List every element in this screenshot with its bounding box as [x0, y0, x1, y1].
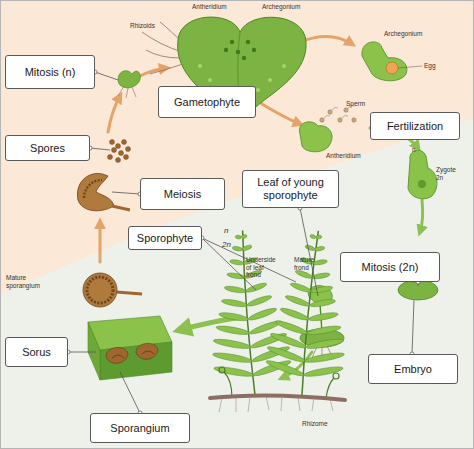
stage-name: Mitosis (2n): [359, 261, 422, 274]
stage-name: Embryo: [391, 363, 435, 376]
stage-label-box: Sporangium: [90, 413, 190, 443]
stage-name: Gametophyte: [171, 96, 243, 109]
part-label: Egg: [424, 62, 454, 70]
part-label: Antheridium: [192, 3, 242, 11]
part-label: Rhizoids: [130, 22, 170, 30]
stage-label-box: Leaf of young sporophyte: [242, 170, 339, 208]
part-label: Mature sporangium: [6, 274, 48, 289]
part-label: n: [224, 226, 236, 235]
stage-name: Sporangium: [107, 422, 172, 435]
part-label: Archegonium: [384, 30, 434, 38]
stage-name: Leaf of young sporophyte: [243, 176, 338, 202]
stage-label-box: Gametophyte: [158, 86, 256, 118]
part-label: Antheridium: [326, 152, 371, 160]
stage-label-box: Sorus: [5, 337, 68, 367]
stage-name: Spores: [27, 142, 68, 155]
stage-label-box: Sporophyte: [128, 226, 202, 250]
stage-label-box: Mitosis (2n): [340, 252, 440, 282]
stage-name: Fertilization: [384, 120, 446, 133]
stage-label-box: Embryo: [368, 354, 458, 384]
part-label: n: [412, 146, 422, 154]
part-label: Rhizome: [302, 420, 342, 428]
stage-name: Sporophyte: [134, 232, 196, 245]
stage-label-box: Meiosis: [140, 178, 225, 210]
stage-label-box: Spores: [5, 135, 90, 161]
stage-label-box: Fertilization: [370, 112, 460, 140]
stage-name: Sorus: [19, 346, 54, 359]
part-label: Mature frond: [294, 256, 324, 271]
part-label: Zygote 2n: [436, 166, 460, 181]
part-label: Sperm: [346, 100, 376, 108]
stage-name: Mitosis (n): [22, 66, 79, 79]
stage-label-box: Mitosis (n): [5, 55, 95, 89]
stage-name: Meiosis: [161, 188, 204, 201]
part-label: Underside of leaf frond: [246, 256, 280, 279]
part-label: 2n: [222, 240, 236, 249]
part-label: Archegonium: [262, 3, 312, 11]
